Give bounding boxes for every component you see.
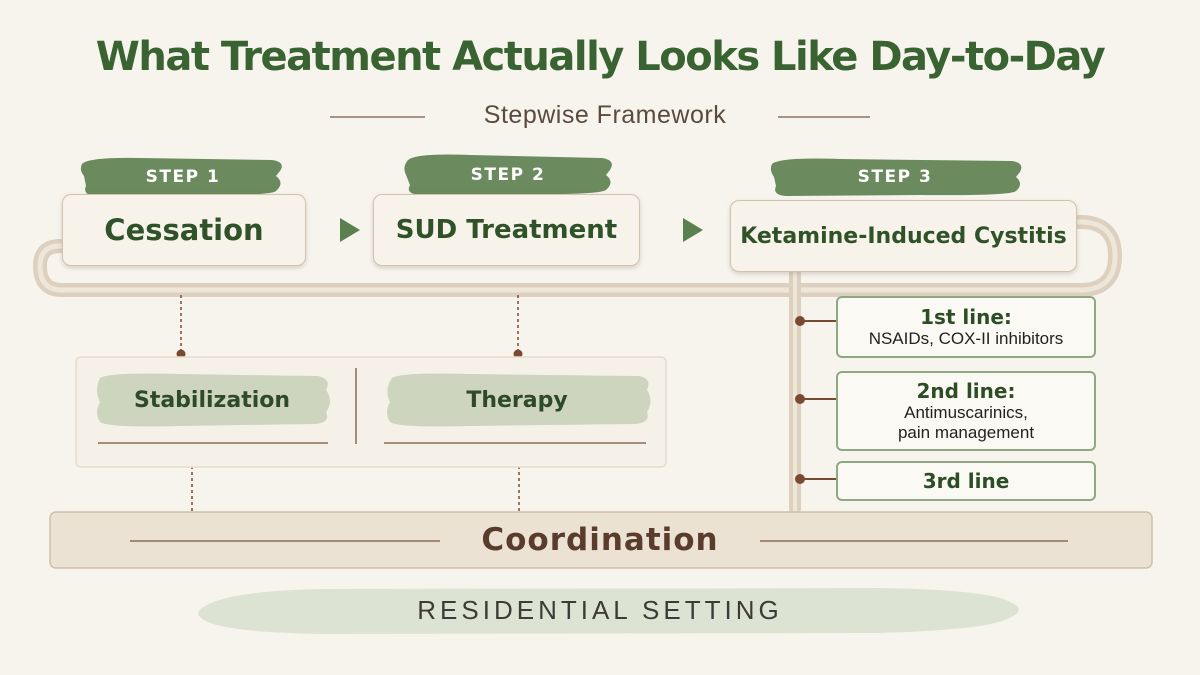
step2-box: SUD Treatment — [373, 194, 640, 266]
therapy-brush — [387, 373, 651, 427]
first-line-heading: 1st line: — [920, 305, 1012, 329]
third-line-box: 3rd line — [836, 461, 1096, 501]
third-line-heading: 3rd line — [922, 469, 1010, 493]
step3-label: STEP 3 — [857, 167, 933, 187]
step3-box: Ketamine-Induced Cystitis — [730, 200, 1077, 272]
setting-label: RESIDENTIAL SETTING — [417, 595, 783, 625]
step2-label: STEP 2 — [470, 165, 546, 185]
step3-brush — [770, 158, 1022, 196]
step1-name: Cessation — [104, 213, 264, 247]
coordination-bar — [49, 511, 1153, 569]
timeline-track-inner — [37, 219, 1118, 293]
arrow-icon-1 — [340, 218, 360, 242]
second-line-detail-2: pain management — [897, 423, 1035, 442]
step1-brush — [80, 157, 282, 196]
step2-name: SUD Treatment — [395, 215, 618, 245]
second-line-heading: 2nd line: — [916, 379, 1016, 403]
stabilization-label: Stabilization — [133, 388, 291, 413]
step1-box: Cessation — [62, 194, 306, 266]
subtitle: Stepwise Framework — [483, 101, 727, 129]
step2-brush — [404, 154, 612, 195]
connector-dot — [795, 316, 805, 326]
stabilization-brush — [97, 373, 330, 427]
second-line-box: 2nd line: Antimuscarinics, pain manageme… — [836, 371, 1096, 451]
first-line-box: 1st line: NSAIDs, COX-II inhibitors — [836, 296, 1096, 358]
residential-brush — [198, 588, 1019, 634]
connector-dot — [795, 394, 805, 404]
second-line-detail-1: Antimuscarinics, — [904, 403, 1028, 422]
step3-name: Ketamine-Induced Cystitis — [740, 223, 1067, 249]
first-line-detail: NSAIDs, COX-II inhibitors — [868, 329, 1064, 348]
page-title: What Treatment Actually Looks Like Day-t… — [95, 34, 1106, 80]
step1-label: STEP 1 — [145, 167, 221, 187]
coordination-label: Coordination — [481, 522, 719, 558]
therapy-label: Therapy — [466, 388, 568, 413]
arrow-icon-2 — [683, 218, 703, 242]
connector-dot — [795, 474, 805, 484]
